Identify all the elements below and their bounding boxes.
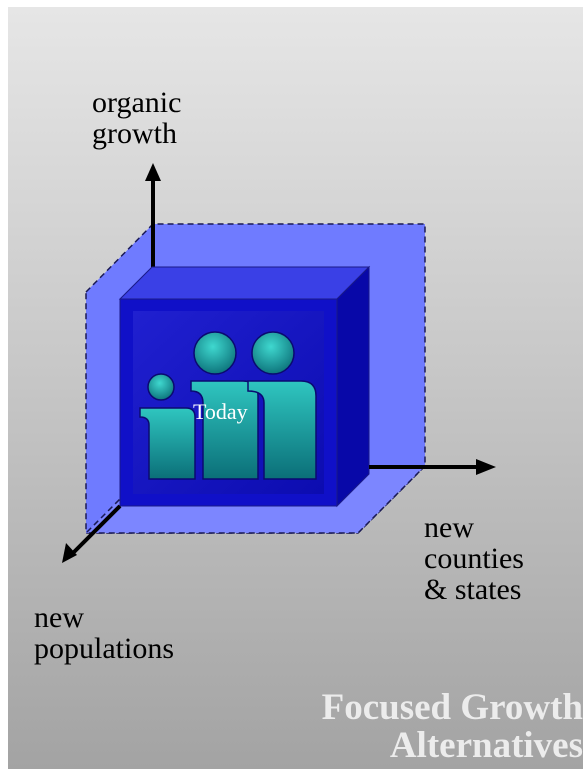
slide-title-line-2: Alternatives [389, 725, 583, 766]
depth-axis-arrowhead [62, 543, 77, 563]
three-people-icon [139, 331, 317, 480]
person-large-body [247, 380, 317, 480]
depth-axis [72, 504, 122, 554]
slide: Today organic growth new counties & stat… [8, 7, 583, 769]
person-large-head [251, 331, 295, 375]
cube-top-face [118, 266, 371, 300]
new-populations-label: new populations [34, 601, 174, 665]
person-middle-head [193, 331, 237, 375]
new-counties-states-label: new counties & states [424, 511, 524, 606]
growth-cube-diagram [62, 163, 496, 563]
cube-side-face [336, 265, 370, 508]
person-small-head [147, 373, 175, 401]
organic-growth-label: organic growth [92, 86, 182, 150]
vertical-axis-arrowhead [145, 163, 161, 181]
today-label: Today [193, 399, 248, 424]
slide-title-line-1: Focused Growth [321, 687, 583, 728]
person-small-body [139, 407, 196, 480]
horizontal-axis-arrowhead [476, 459, 496, 475]
